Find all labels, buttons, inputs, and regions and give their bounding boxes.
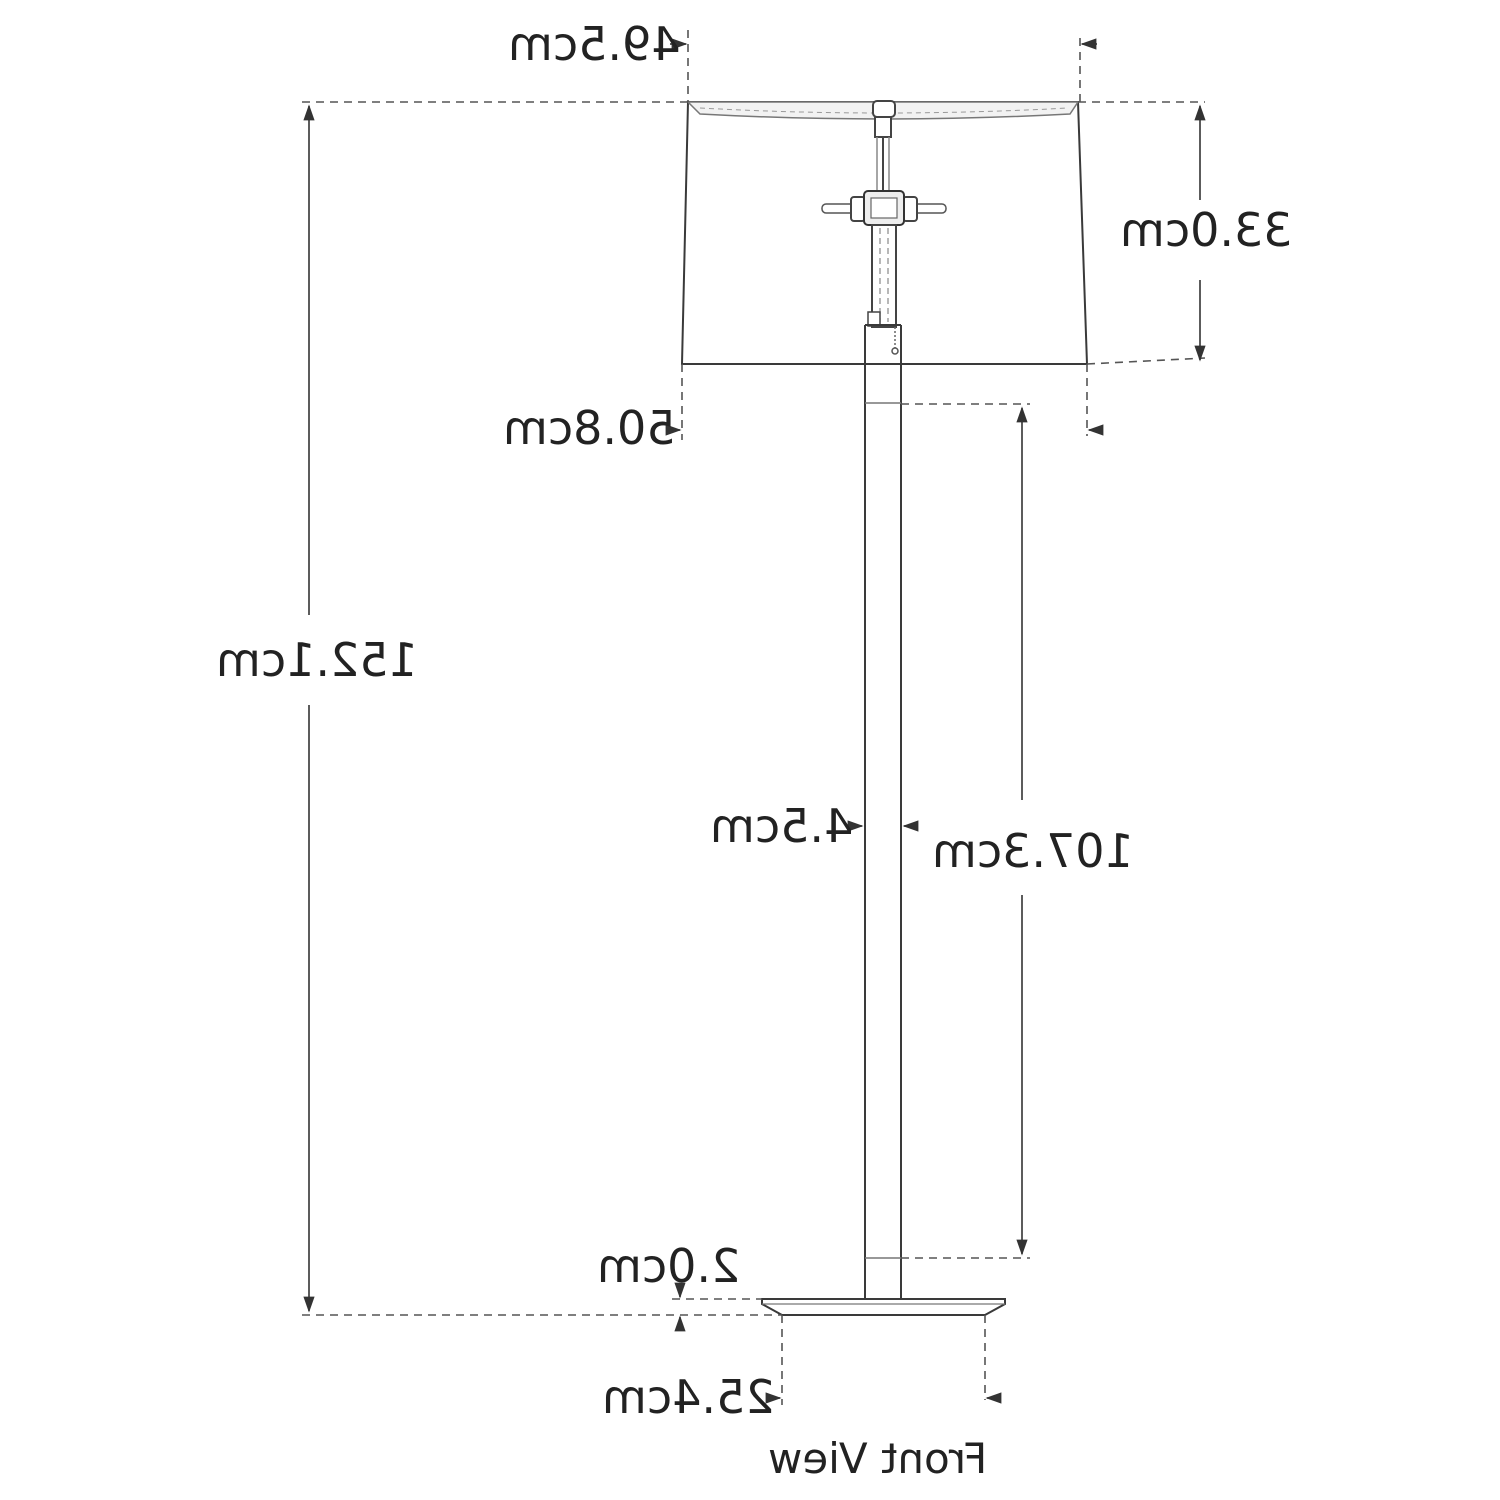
dimension-lines [302, 30, 1206, 1405]
shade-bottom-width-label: 50.8cm [503, 401, 676, 455]
base-thickness-label: 2.0cm [597, 1239, 741, 1293]
shade-top-width-label: 49.5cm [508, 17, 681, 71]
view-caption: Front View [768, 1434, 988, 1483]
lamp-base [761, 1298, 1006, 1316]
base-width-label: 25.4cm [602, 1370, 775, 1424]
shade-height-label: 33.0cm [1120, 203, 1293, 257]
pole-diameter-label: 4.5cm [710, 799, 854, 853]
pole-height-label: 107.3cm [932, 824, 1134, 878]
total-height-label: 152.1cm [216, 633, 418, 687]
lamp-pole [864, 324, 902, 1298]
lamp-socket-fitting [821, 100, 947, 355]
